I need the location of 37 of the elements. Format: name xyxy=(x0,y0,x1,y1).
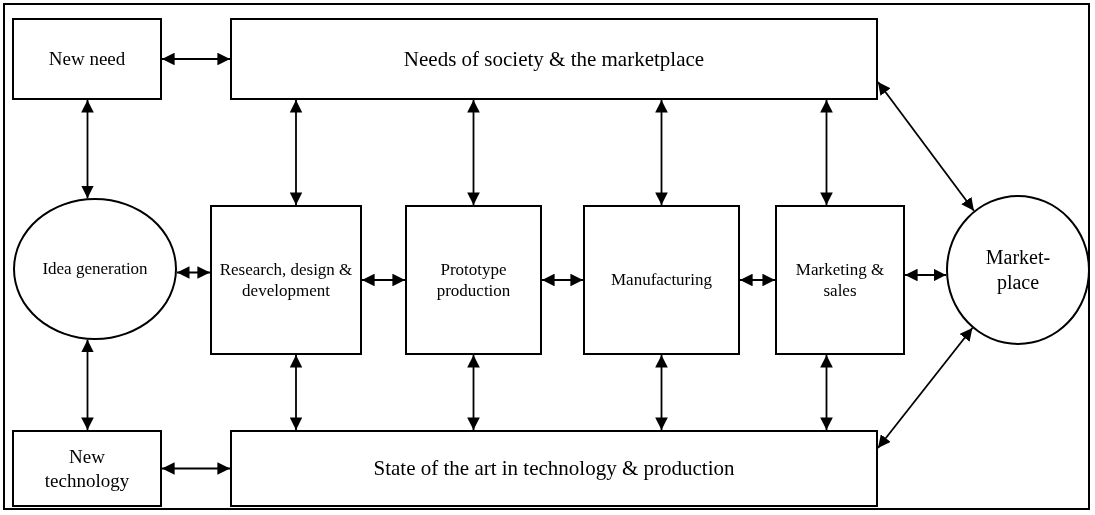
process-box xyxy=(405,205,542,355)
process-box xyxy=(12,18,162,100)
double-headed-arrow xyxy=(877,327,974,449)
double-headed-arrow xyxy=(820,354,833,431)
node-label: New need xyxy=(48,47,126,71)
double-headed-arrow xyxy=(289,354,303,431)
node-label: State of the art in technology & production xyxy=(373,455,735,482)
process-box xyxy=(12,430,162,507)
process-box xyxy=(210,205,362,355)
node-label: New technology xyxy=(43,444,131,493)
node-label: Prototype production xyxy=(435,258,512,302)
double-headed-arrow xyxy=(176,266,211,279)
node-label: Market-place xyxy=(984,245,1052,295)
double-headed-arrow xyxy=(81,99,94,200)
double-headed-arrow xyxy=(467,99,480,206)
double-headed-arrow xyxy=(904,268,948,282)
double-headed-arrow xyxy=(655,99,668,206)
double-headed-arrow xyxy=(361,273,406,287)
process-box xyxy=(230,430,878,507)
double-headed-arrow xyxy=(467,354,480,431)
double-headed-arrow xyxy=(877,81,975,212)
double-headed-arrow xyxy=(161,462,231,475)
node-label: Needs of society & the marketplace xyxy=(403,45,705,73)
double-headed-arrow xyxy=(739,273,776,287)
node-label: Idea generation xyxy=(42,258,148,280)
process-box xyxy=(775,205,905,355)
double-headed-arrow xyxy=(81,338,94,431)
node-label: Manufacturing xyxy=(611,269,712,291)
double-headed-arrow xyxy=(655,354,668,431)
double-headed-arrow xyxy=(161,52,231,66)
node-label: Marketing & sales xyxy=(795,258,885,302)
double-headed-arrow xyxy=(820,99,833,206)
process-box xyxy=(583,205,740,355)
double-headed-arrow xyxy=(541,273,584,287)
double-headed-arrow xyxy=(289,99,303,206)
process-box xyxy=(230,18,878,100)
node-label: Research, design & development xyxy=(218,258,354,302)
